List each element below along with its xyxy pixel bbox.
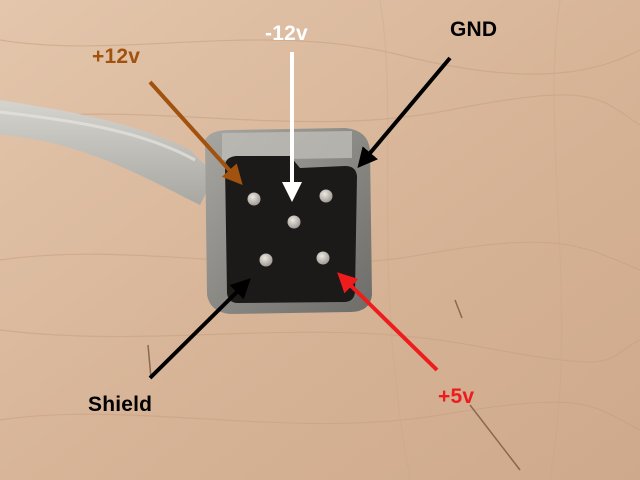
pin-plus12 bbox=[247, 192, 261, 206]
arrow-gnd bbox=[357, 56, 452, 169]
cable bbox=[0, 100, 215, 205]
label-gnd: GND bbox=[450, 18, 498, 41]
pin-minus12 bbox=[287, 215, 301, 229]
connector-plug bbox=[205, 128, 372, 314]
pin-shield bbox=[259, 253, 273, 267]
label-plus12: +12v bbox=[92, 45, 141, 68]
wood-cracks bbox=[147, 299, 521, 471]
pin-gnd bbox=[319, 189, 333, 203]
arrow-plus5 bbox=[337, 272, 439, 372]
arrow-shield bbox=[148, 278, 251, 380]
label-shield: Shield bbox=[88, 393, 153, 416]
pin-plus5 bbox=[316, 251, 330, 265]
arrow-plus12 bbox=[148, 80, 243, 185]
label-minus12: -12v bbox=[265, 22, 308, 45]
label-plus5: +5v bbox=[438, 385, 475, 408]
